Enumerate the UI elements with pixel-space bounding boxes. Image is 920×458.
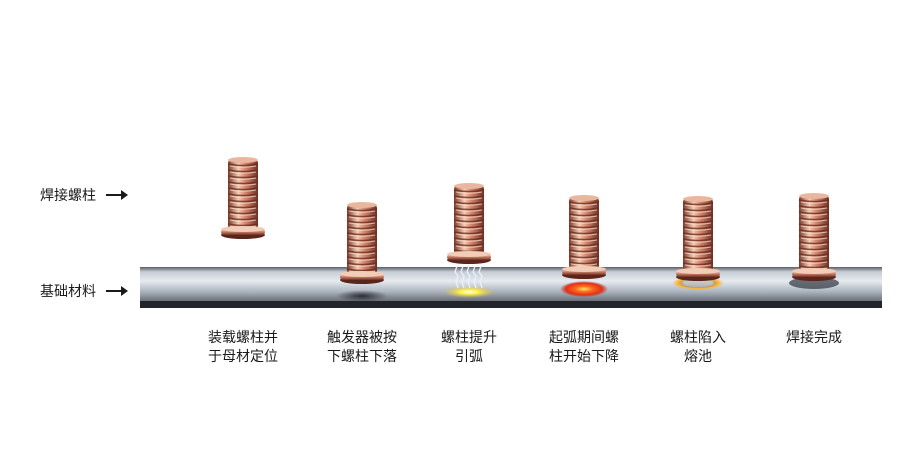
step-caption: 起弧期间螺柱开始下降: [529, 329, 639, 367]
step-caption-line: 柱开始下降: [549, 349, 619, 365]
base-label: 基础材料: [40, 284, 96, 300]
stud-callout: 焊接螺柱: [40, 185, 128, 205]
step-caption: 触发器被按下螺柱下落: [307, 329, 417, 367]
step-caption: 装载螺柱并于母材定位: [188, 329, 298, 367]
stud-label: 焊接螺柱: [40, 188, 96, 204]
step-caption-line: 熔池: [684, 349, 712, 365]
step-caption-line: 引弧: [455, 349, 483, 365]
step-caption-line: 于母材定位: [208, 349, 278, 365]
arrow-right-icon: [106, 190, 128, 200]
stud-icon: [792, 193, 836, 281]
step-caption: 焊接完成: [759, 329, 869, 348]
step-caption-line: 螺柱陷入: [670, 330, 726, 346]
stud-icon: [221, 157, 265, 239]
stud-icon: [676, 196, 720, 281]
stud-icon: [340, 202, 384, 284]
base-material-plate: [140, 267, 882, 307]
step-caption-line: 起弧期间螺: [549, 330, 619, 346]
motion-trail: [235, 60, 252, 164]
stud-icon: [562, 195, 606, 279]
step-caption-line: 下螺柱下落: [327, 349, 397, 365]
step-caption: 螺柱提升引弧: [414, 329, 524, 367]
weld-pool-icon: [560, 281, 608, 297]
stud-sequence: [221, 60, 839, 302]
step-caption-line: 焊接完成: [786, 330, 842, 346]
step-caption-line: 装载螺柱并: [208, 330, 278, 346]
base-material-edge: [140, 301, 882, 308]
arrow-right-icon: [106, 286, 128, 296]
step-caption-line: 触发器被按: [327, 330, 397, 346]
step-caption-line: 螺柱提升: [441, 330, 497, 346]
contact-shadow: [336, 290, 388, 302]
base-callout: 基础材料: [40, 281, 128, 301]
stud-icon: [447, 183, 491, 264]
step-caption: 螺柱陷入熔池: [643, 329, 753, 367]
arc-icon: [443, 265, 495, 298]
